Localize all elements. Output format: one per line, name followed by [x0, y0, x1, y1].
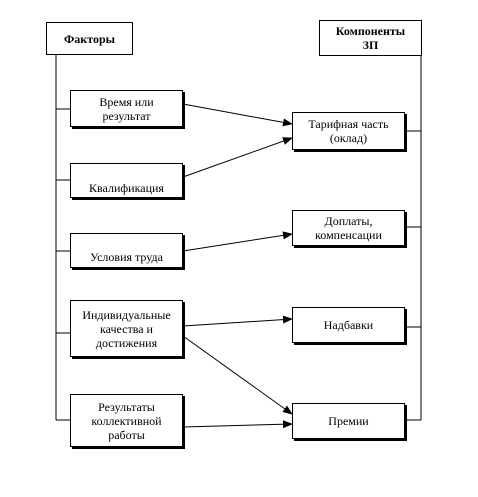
factors-header: Факторы	[46, 22, 133, 55]
component-box: Тарифная часть (оклад)	[292, 112, 405, 150]
arrow-conditions-to-allowances	[182, 231, 293, 252]
factor-label: Результаты коллективной работы	[91, 399, 162, 442]
factor-box: Условия труда	[70, 233, 183, 268]
arrow-collective-to-premiums	[182, 420, 293, 429]
component-label: Надбавки	[323, 318, 374, 332]
factor-box: Результаты коллективной работы	[70, 394, 183, 447]
factor-box: Квалификация	[70, 163, 183, 198]
components-header: Компоненты ЗП	[319, 20, 422, 56]
component-box: Премии	[292, 403, 405, 439]
component-box: Доплаты, компенсации	[292, 210, 405, 246]
factor-box: Индивидуальные качества и достижения	[70, 300, 183, 357]
factor-label: Время или результат	[99, 94, 154, 123]
arrow-individual-to-premiums	[182, 335, 293, 415]
component-label: Доплаты, компенсации	[315, 214, 382, 242]
component-box: Надбавки	[292, 307, 405, 343]
component-label: Тарифная часть (оклад)	[308, 117, 389, 145]
factor-box: Время или результат	[70, 90, 183, 127]
components-header-label: Компоненты ЗП	[335, 24, 406, 52]
arrow-qualification-to-tariff	[182, 137, 293, 178]
factors-header-label: Факторы	[64, 31, 115, 46]
factor-label: Квалификация	[89, 180, 164, 195]
factor-label: Индивидуальные качества и достижения	[82, 307, 171, 350]
arrow-time-to-tariff	[182, 103, 293, 127]
arrow-individual-to-bonuses	[182, 315, 293, 327]
factor-label: Условия труда	[90, 249, 163, 264]
component-label: Премии	[328, 414, 369, 428]
